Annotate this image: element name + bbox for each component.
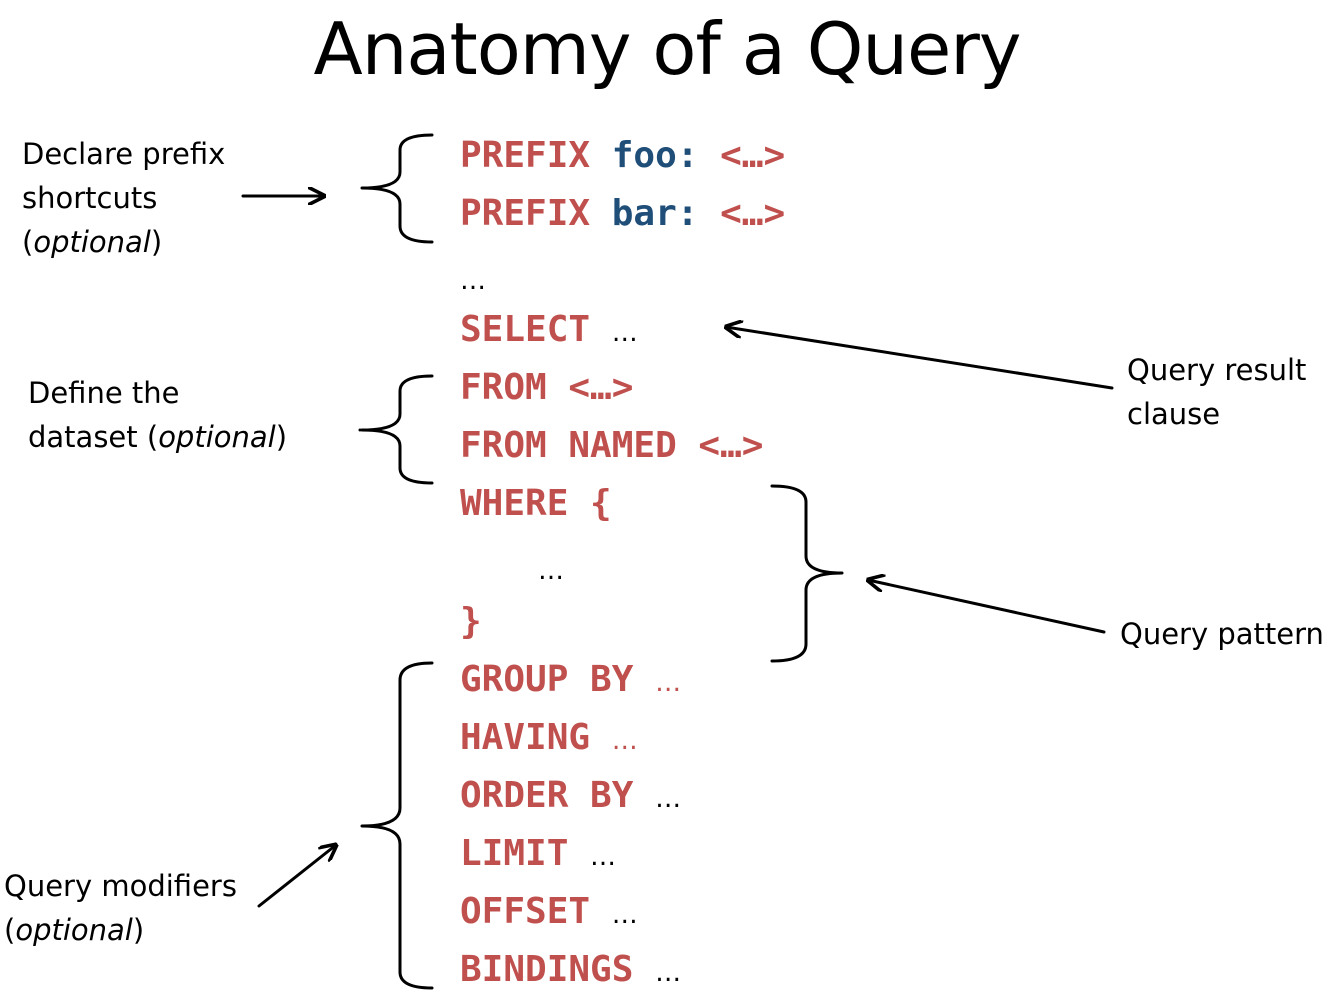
diagram-title: Anatomy of a Query xyxy=(313,7,1021,91)
label-query-pattern: Query pattern xyxy=(1120,617,1324,651)
brace-modifiers xyxy=(360,661,434,990)
brace-prefix xyxy=(360,133,434,244)
arrow-pattern xyxy=(868,580,1106,634)
code-offset: OFFSET … xyxy=(460,891,638,932)
code-bindings: BINDINGS … xyxy=(460,949,682,990)
code-from-named: FROM NAMED <…> xyxy=(460,425,764,466)
code-where-close: } xyxy=(460,601,482,642)
label-define-dataset: Define the dataset (optional) xyxy=(28,376,288,454)
code-from: FROM <…> xyxy=(460,367,634,408)
brace-pattern xyxy=(770,484,844,663)
code-prefix-bar: PREFIX bar: <…> xyxy=(460,193,786,234)
code-order-by: ORDER BY … xyxy=(460,775,682,816)
label-query-modifiers: Query modifiers (optional) xyxy=(4,869,237,947)
arrow-modifiers xyxy=(257,845,336,908)
code-where: WHERE { xyxy=(460,483,612,524)
label-query-result-clause: Query result clause xyxy=(1127,353,1307,431)
code-limit: LIMIT … xyxy=(460,833,617,874)
arrow-result xyxy=(726,327,1114,390)
code-having: HAVING … xyxy=(460,717,638,758)
code-ellipsis: … xyxy=(460,266,486,296)
code-where-body: … xyxy=(538,556,564,586)
brace-dataset xyxy=(360,374,434,485)
code-group-by: GROUP BY … xyxy=(460,659,682,700)
code-prefix-foo: PREFIX foo: <…> xyxy=(460,135,786,176)
code-select: SELECT … xyxy=(460,309,638,350)
label-declare-prefix: Declare prefix shortcuts (optional) xyxy=(22,137,226,259)
